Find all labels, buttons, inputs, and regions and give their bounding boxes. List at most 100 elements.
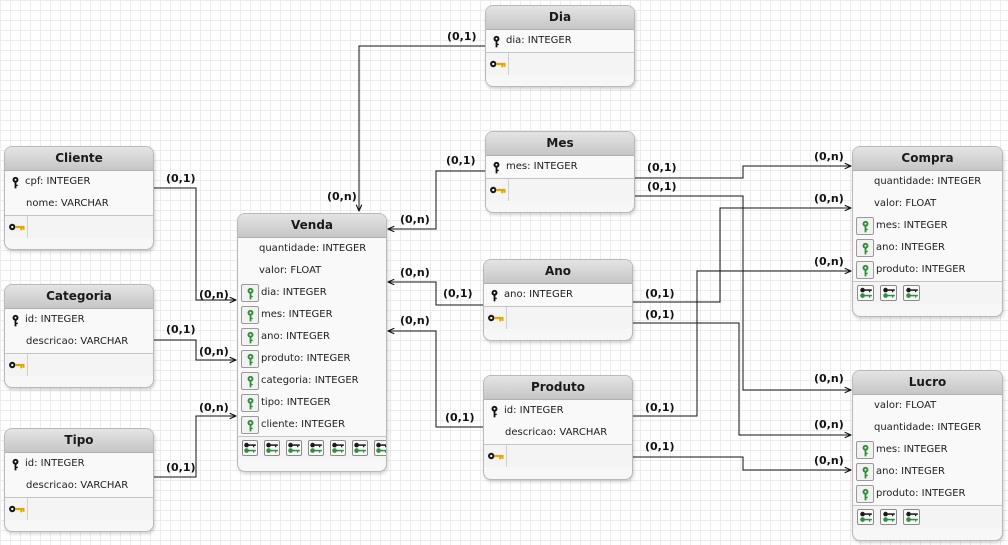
index-bar <box>5 498 153 520</box>
card-mes-lucro-many: (0,n) <box>814 372 844 385</box>
field-label: quantidade: INTEGER <box>874 422 982 433</box>
green-key-icon[interactable] <box>903 285 920 301</box>
field-row[interactable]: mes: INTEGER <box>853 215 1002 237</box>
field-row[interactable]: ano: INTEGER <box>238 326 386 348</box>
foreign-key-icon <box>856 217 874 235</box>
index-bar <box>238 437 386 459</box>
line-categoria-venda <box>153 339 236 360</box>
field-label: valor: FLOAT <box>259 265 322 276</box>
line-produto-venda <box>388 331 483 428</box>
card-ano-many: (0,n) <box>400 266 430 279</box>
card-mes-compra-many: (0,n) <box>814 150 844 163</box>
primary-key-icon <box>486 35 506 48</box>
yellow-key-icon[interactable] <box>5 498 28 520</box>
index-bar <box>486 53 634 75</box>
index-bar <box>484 307 632 329</box>
yellow-key-icon[interactable] <box>484 307 507 329</box>
field-row[interactable]: valor: FLOAT <box>238 260 386 282</box>
entity-title: Lucro <box>853 371 1002 395</box>
card-mes-compra-one: (0,1) <box>647 161 677 174</box>
field-row[interactable]: nome: VARCHAR <box>5 193 153 215</box>
green-key-icon[interactable] <box>880 509 897 525</box>
yellow-key-icon[interactable] <box>5 354 28 376</box>
field-row[interactable]: quantidade: INTEGER <box>238 238 386 260</box>
field-list: quantidade: INTEGER valor: FLOAT dia: INTE… <box>238 238 386 437</box>
yellow-key-icon[interactable] <box>5 216 28 238</box>
entity-title: Dia <box>486 6 634 30</box>
field-label: ano: INTEGER <box>261 331 331 342</box>
field-row[interactable]: id: INTEGER <box>5 453 153 475</box>
entity-title: Ano <box>484 260 632 284</box>
field-label: id: INTEGER <box>25 314 85 325</box>
field-row[interactable]: mes: INTEGER <box>853 439 1002 461</box>
field-list: id: INTEGER descricao: VARCHAR <box>5 309 153 354</box>
green-key-icon[interactable] <box>374 440 386 456</box>
field-row[interactable]: categoria: INTEGER <box>238 370 386 392</box>
field-list: cpf: INTEGER nome: VARCHAR <box>5 171 153 216</box>
field-row[interactable]: dia: INTEGER <box>486 30 634 52</box>
field-row[interactable]: cliente: INTEGER <box>238 414 386 436</box>
field-row[interactable]: produto: INTEGER <box>853 483 1002 505</box>
entity-cliente[interactable]: Cliente cpf: INTEGER nome: VARCHAR <box>4 146 154 250</box>
foreign-key-icon <box>241 328 259 346</box>
field-row[interactable]: ano: INTEGER <box>853 461 1002 483</box>
field-label: cpf: INTEGER <box>25 176 91 187</box>
field-row[interactable]: id: INTEGER <box>5 309 153 331</box>
field-row[interactable]: cpf: INTEGER <box>5 171 153 193</box>
card-produto-compra-many: (0,n) <box>814 255 844 268</box>
field-row[interactable]: ano: INTEGER <box>853 237 1002 259</box>
field-row[interactable]: valor: FLOAT <box>853 193 1002 215</box>
yellow-key-icon[interactable] <box>484 445 507 467</box>
field-label: valor: FLOAT <box>874 198 937 209</box>
field-row[interactable]: dia: INTEGER <box>238 282 386 304</box>
field-row[interactable]: tipo: INTEGER <box>238 392 386 414</box>
field-row[interactable]: mes: INTEGER <box>486 156 634 178</box>
field-row[interactable]: id: INTEGER <box>484 400 632 422</box>
entity-title: Cliente <box>5 147 153 171</box>
green-key-icon[interactable] <box>264 440 280 456</box>
field-label: descricao: VARCHAR <box>26 480 129 491</box>
foreign-key-icon <box>241 416 259 434</box>
field-row[interactable]: ano: INTEGER <box>484 284 632 306</box>
green-key-icon[interactable] <box>286 440 302 456</box>
green-key-icon[interactable] <box>330 440 346 456</box>
field-row[interactable]: quantidade: INTEGER <box>853 171 1002 193</box>
green-key-icon[interactable] <box>903 509 920 525</box>
green-key-icon[interactable] <box>352 440 368 456</box>
field-row[interactable]: descricao: VARCHAR <box>484 422 632 444</box>
field-row[interactable]: mes: INTEGER <box>238 304 386 326</box>
field-row[interactable]: produto: INTEGER <box>238 348 386 370</box>
green-key-icon[interactable] <box>242 440 258 456</box>
field-row[interactable]: descricao: VARCHAR <box>5 475 153 497</box>
yellow-key-icon[interactable] <box>486 179 509 201</box>
field-label: quantidade: INTEGER <box>874 176 982 187</box>
field-row[interactable]: quantidade: INTEGER <box>853 417 1002 439</box>
field-label: produto: INTEGER <box>876 264 966 275</box>
yellow-key-icon[interactable] <box>486 53 509 75</box>
card-ano-one: (0,1) <box>443 287 473 300</box>
foreign-key-icon <box>241 372 259 390</box>
green-key-icon[interactable] <box>308 440 324 456</box>
field-label: dia: INTEGER <box>261 287 327 298</box>
foreign-key-icon <box>241 306 259 324</box>
field-row[interactable]: produto: INTEGER <box>853 259 1002 281</box>
field-label: produto: INTEGER <box>876 488 966 499</box>
green-key-icon[interactable] <box>857 285 874 301</box>
field-row[interactable]: descricao: VARCHAR <box>5 331 153 353</box>
green-key-icon[interactable] <box>857 509 874 525</box>
field-row[interactable]: valor: FLOAT <box>853 395 1002 417</box>
index-bar <box>5 216 153 238</box>
green-key-icon[interactable] <box>880 285 897 301</box>
primary-key-icon <box>5 176 25 189</box>
card-tipo-one: (0,1) <box>166 461 196 474</box>
